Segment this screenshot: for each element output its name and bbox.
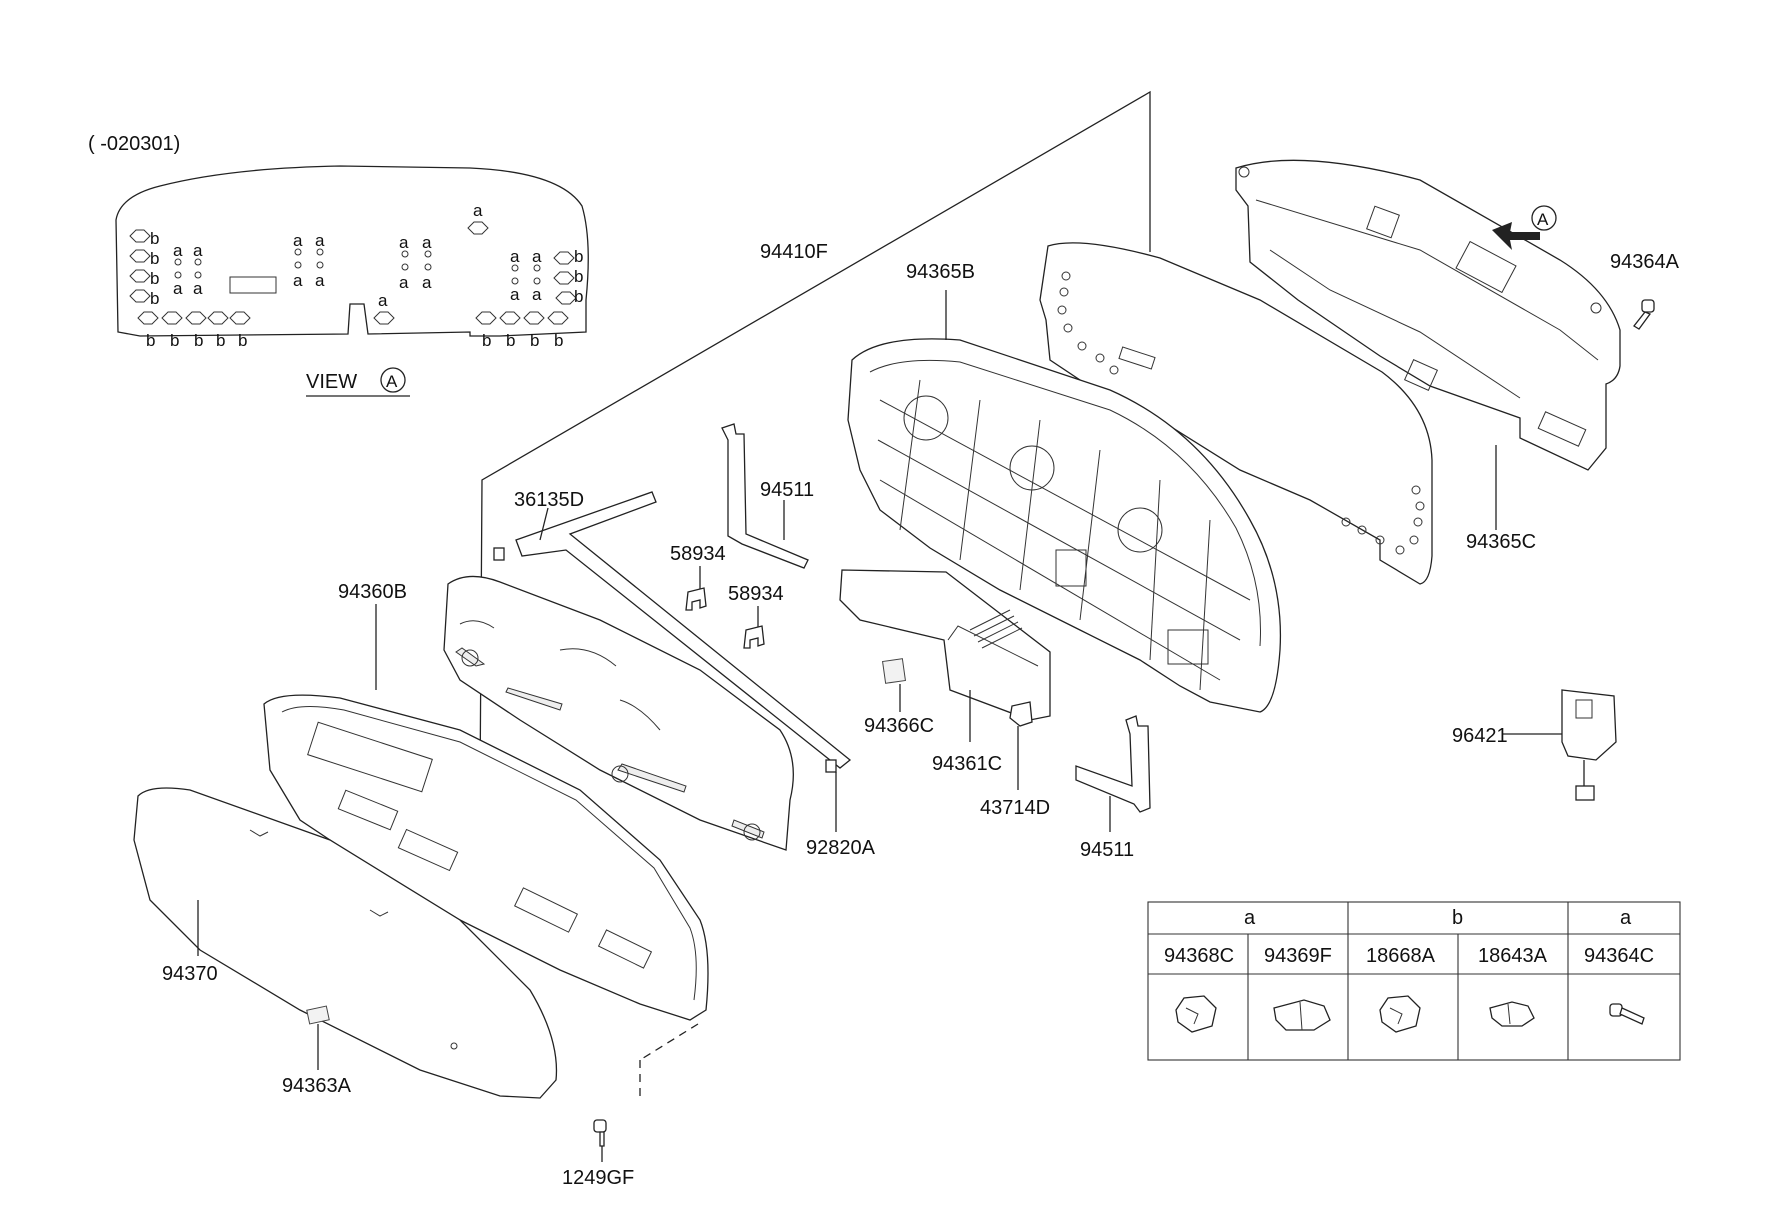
part-label-58934-left: 58934 — [670, 543, 726, 565]
view-a-letter: b — [530, 331, 539, 350]
screw-icon — [1609, 1003, 1645, 1025]
view-a-letter: b — [150, 229, 159, 248]
view-a-circle-icon — [1531, 205, 1557, 231]
table-item: 94368C — [1164, 945, 1234, 967]
part-94511-upper: 94511 — [721, 423, 814, 569]
table-item: 18668A — [1366, 945, 1436, 967]
view-a-letter: b — [150, 269, 159, 288]
view-a-letter: b — [574, 287, 583, 306]
view-a-letter: b — [146, 331, 155, 350]
table-group-a-right: a — [1620, 907, 1632, 929]
part-1249GF-screw: 1249GF — [562, 1023, 699, 1189]
part-94365C-rear-case: 94365C — [1235, 159, 1621, 553]
part-94511-lower: 94511 — [1075, 715, 1151, 861]
view-a-board-outline — [115, 165, 589, 337]
view-a-letter: a — [422, 233, 432, 252]
view-a-letter: a — [399, 273, 409, 292]
part-label-36135D: 36135D — [514, 489, 584, 511]
part-94365B-housing: 94365B — [847, 261, 1282, 713]
part-dial-face — [443, 575, 794, 851]
view-a-letter: a — [378, 291, 388, 310]
view-a-letter: a — [510, 247, 520, 266]
view-a-letter: b — [238, 331, 247, 350]
part-94364A-screw: 94364A — [1610, 251, 1680, 330]
view-a-letter: b — [150, 249, 159, 268]
view-a-letter: b — [194, 331, 203, 350]
part-label-94365C: 94365C — [1466, 531, 1536, 553]
variant-label: ( -020301) — [88, 133, 180, 155]
part-label-94370: 94370 — [162, 963, 218, 985]
view-a-letter: b — [574, 247, 583, 266]
socket-icon — [1175, 995, 1217, 1033]
view-a-letter: a — [315, 271, 325, 290]
part-label-96421: 96421 — [1452, 725, 1508, 747]
table-group-a-left: a — [1244, 907, 1256, 929]
part-circuit-sheet — [1039, 242, 1433, 585]
view-a-letter: a — [532, 285, 542, 304]
view-a-sockets — [129, 221, 577, 325]
part-label-94363A: 94363A — [282, 1075, 352, 1097]
view-a-arrow: A — [1492, 205, 1557, 250]
view-a-connector — [229, 276, 277, 294]
part-58934-clips: 58934 58934 — [670, 543, 784, 649]
view-a-letter: a — [473, 201, 483, 220]
view-a-letter: b — [574, 267, 583, 286]
part-label-94364A: 94364A — [1610, 251, 1680, 273]
bulb-icon — [1489, 1001, 1535, 1027]
view-a-letter: b — [554, 331, 563, 350]
table-item: 94369F — [1264, 945, 1332, 967]
view-a-letter: a — [193, 241, 203, 260]
part-label-1249GF: 1249GF — [562, 1167, 634, 1189]
bulb-table: a b a 94368C 94369F 18668A 18643A 94364C — [1147, 901, 1681, 1061]
table-item: 18643A — [1478, 945, 1548, 967]
part-94361C-board: 94361C 43714D — [839, 569, 1051, 819]
part-94370-lens: 94370 94363A — [133, 787, 558, 1099]
view-a-letter: a — [293, 231, 303, 250]
view-a-letters: b b b b a a a a b b b b b a a a a a a a … — [146, 201, 583, 350]
view-a-letter: a — [510, 285, 520, 304]
view-a-inset: ( -020301) b b b b a a a — [88, 133, 589, 397]
part-label-94366C: 94366C — [864, 715, 934, 737]
view-a-letter: a — [193, 279, 203, 298]
part-36135D-strip: 36135D 92820A — [493, 489, 876, 859]
view-a-circle-icon — [380, 367, 406, 393]
part-94366C-chip: 94366C — [864, 658, 934, 737]
part-label-94365B: 94365B — [906, 261, 975, 283]
bulb-icon — [1273, 999, 1331, 1031]
part-label-94410F: 94410F — [760, 241, 828, 263]
part-label-94511-upper: 94511 — [760, 479, 814, 501]
socket-icon — [1379, 995, 1421, 1033]
part-label-92820A: 92820A — [806, 837, 876, 859]
table-item: 94364C — [1584, 945, 1654, 967]
view-a-arrow-marker: A — [1537, 210, 1549, 229]
view-a-letter: a — [293, 271, 303, 290]
view-marker: A — [386, 372, 398, 391]
view-a-letter: b — [216, 331, 225, 350]
part-label-58934-right: 58934 — [728, 583, 784, 605]
view-a-letter: b — [482, 331, 491, 350]
table-group-b: b — [1452, 907, 1463, 929]
view-a-letter: b — [506, 331, 515, 350]
view-a-letter: a — [173, 279, 183, 298]
view-a-letter: b — [150, 289, 159, 308]
part-96421-sender: 96421 — [1452, 689, 1617, 801]
view-a-letter: b — [170, 331, 179, 350]
view-a-letter: a — [532, 247, 542, 266]
view-a-letter: a — [399, 233, 409, 252]
view-a-letter: a — [315, 231, 325, 250]
view-a-letter: a — [422, 273, 432, 292]
part-label-94360B: 94360B — [338, 581, 407, 603]
view-label: VIEW — [306, 371, 357, 393]
part-label-43714D: 43714D — [980, 797, 1050, 819]
view-a-letter: a — [173, 241, 183, 260]
part-label-94361C: 94361C — [932, 753, 1002, 775]
part-label-94511-lower: 94511 — [1080, 839, 1134, 861]
part-94360B-frame: 94360B — [263, 581, 709, 1021]
